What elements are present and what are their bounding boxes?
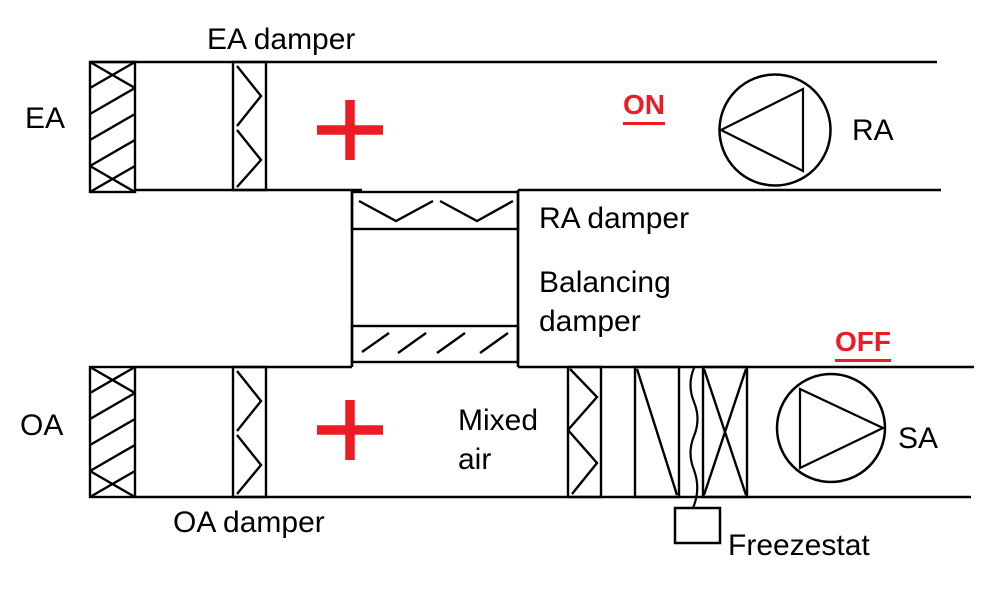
oa-label: OA xyxy=(20,409,64,442)
ra-label: RA xyxy=(852,114,894,147)
balancing-damper-icon xyxy=(350,324,520,364)
balancing-damper-label-line1: Balancing xyxy=(539,266,671,299)
on-label: ON xyxy=(623,89,665,125)
sa-label: SA xyxy=(898,422,939,455)
mixed-air-plus-icon xyxy=(317,400,383,460)
ea-damper-label: EA damper xyxy=(207,23,356,56)
oa-damper-label: OA damper xyxy=(173,506,325,539)
return-fan-status: ON xyxy=(623,89,665,125)
return-fan-icon xyxy=(718,73,832,187)
freezestat-capillary-icon xyxy=(689,367,699,509)
supply-fan-status: OFF xyxy=(835,326,891,362)
balancing-damper-label: Balancing damper xyxy=(539,263,671,341)
mixed-air-label-line1: Mixed xyxy=(458,404,539,437)
ea-louver-icon xyxy=(88,60,137,194)
balancing-damper-label-line2: damper xyxy=(539,305,641,338)
mixed-air-label: Mixed air xyxy=(458,401,538,479)
filter-icon xyxy=(633,365,681,499)
mixed-air-damper-icon xyxy=(566,365,603,499)
mixed-air-label-line2: air xyxy=(458,443,492,476)
freezestat-sensor-box xyxy=(673,506,722,545)
supply-fan-icon xyxy=(775,372,887,484)
ra-damper-label: RA damper xyxy=(539,202,690,235)
ea-label: EA xyxy=(25,102,66,135)
off-label: OFF xyxy=(835,326,891,362)
ra-damper-icon xyxy=(350,190,520,231)
freezestat-label: Freezestat xyxy=(728,529,870,562)
ea-damper-icon xyxy=(231,60,268,192)
ea-duct-plus-icon xyxy=(317,100,383,160)
oa-damper-icon xyxy=(231,365,268,499)
coil-icon xyxy=(701,365,749,499)
oa-louver-icon xyxy=(88,365,137,499)
